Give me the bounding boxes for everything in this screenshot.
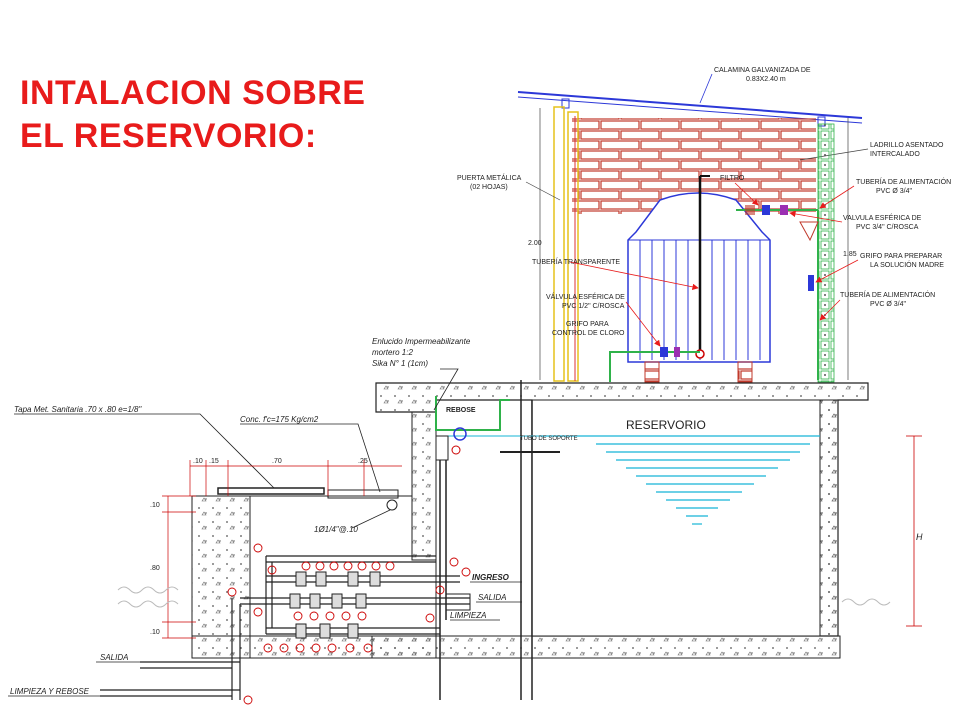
valve-top-arrow <box>789 210 843 223</box>
tap-prep-arrow <box>815 259 859 283</box>
water-lines <box>540 435 820 525</box>
plaster-label-1: Enlucido Impermeabilizante <box>372 337 471 346</box>
brick-label: LADRILLO ASENTADO <box>870 142 944 149</box>
dim-70-label: .70 <box>272 458 282 465</box>
h-dimension <box>906 435 922 627</box>
top-feed-pipe <box>700 175 819 380</box>
dim-200-label: 2.00 <box>528 240 542 247</box>
right-column <box>817 123 835 383</box>
dim-25-label: .25 <box>358 458 368 465</box>
overflow-label: REBOSE <box>446 407 476 414</box>
outlet-low-label: SALIDA <box>100 653 128 662</box>
cover-label: Tapa Met. Sanitaria .70 x .80 e=1/8" <box>14 405 142 414</box>
tap-prep-label-2: LA SOLUCIÓN MADRE <box>870 260 944 269</box>
cleaning-label: LIMPIEZA <box>450 611 486 620</box>
valve-mid-label-2: PVC 1/2" C/ROSCA <box>562 303 625 310</box>
rebar-leader <box>351 509 391 529</box>
concrete-label: Conc. f'c=175 Kg/cm2 <box>240 415 319 424</box>
feed-top-label: TUBERÍA DE ALIMENTACIÓN <box>856 177 951 186</box>
feed-bot-label-2: PVC Ø 3/4" <box>870 301 906 308</box>
door-label-2: (02 HOJAS) <box>470 184 508 191</box>
filter-arrow <box>734 182 759 206</box>
roof-leader <box>699 73 713 104</box>
feed-bot-label: TUBERÍA DE ALIMENTACIÓN <box>840 290 935 299</box>
ground-marks <box>117 586 891 608</box>
title-line-1: INTALACION SOBRE <box>20 74 366 112</box>
support-label: TUBO DE SOPORTE <box>520 436 578 442</box>
inlet-label: INGRESO <box>472 573 510 582</box>
concrete-leader <box>240 423 381 493</box>
page-title: INTALACION SOBRE EL RESERVORIO: <box>20 72 365 158</box>
plaster-label-2: mortero 1:2 <box>372 348 413 357</box>
dim-v10a-label: .10 <box>150 502 160 509</box>
feed-top-label-2: PVC Ø 3/4" <box>876 188 912 195</box>
h-label: H <box>916 532 923 542</box>
outlet-label: SALIDA <box>478 593 506 602</box>
manifold-valves <box>289 571 471 639</box>
dim-v10b-label: .10 <box>150 629 160 636</box>
top-dimensions <box>189 460 402 496</box>
valve-mid-label: VÁLVULA ESFÉRICA DE <box>546 292 625 301</box>
support-pipe <box>440 380 600 700</box>
valve-top-label-2: PVC 3/4" C/ROSCA <box>856 224 919 231</box>
left-dimensions <box>162 495 196 639</box>
feed-bot-arrow <box>819 299 841 321</box>
feed-top-arrow <box>819 185 855 209</box>
title-line-2: EL RESERVORIO: <box>20 117 317 155</box>
dim-15-label: .15 <box>209 458 219 465</box>
dim-185-label: 1.85 <box>843 251 857 258</box>
valve-box <box>191 487 437 659</box>
reservoir-label: RESERVORIO <box>626 418 706 432</box>
clear-pipe-label: TUBERÍA TRANSPARENTE <box>532 257 620 266</box>
plaster-label-3: Sika N° 1 (1cm) <box>372 359 428 368</box>
rebar-label: 1Ø1/4"@.10 <box>314 525 358 534</box>
tap-chlor-label: GRIFO PARA <box>566 321 609 328</box>
roof-label: CALAMINA GALVANIZADA DE <box>714 67 811 74</box>
clear-pipe-arrow <box>569 261 699 291</box>
pipe-manifold <box>100 555 470 700</box>
door-leader <box>525 181 561 201</box>
filter-label: FILTRO <box>720 175 745 182</box>
roof-dim-label: 0.83X2.40 m <box>746 76 786 83</box>
chlorine-pipe <box>609 347 700 382</box>
dim-10a-label: .10 <box>193 458 203 465</box>
cover-leader <box>14 413 275 489</box>
valve-mid-arrow <box>625 301 661 347</box>
clean-overflow-label: LIMPIEZA Y REBOSE <box>10 687 90 696</box>
tap-chlor-label-2: CONTROL DE CLORO <box>552 330 625 337</box>
reservoir-structure <box>371 382 869 659</box>
valve-top-label: VALVULA ESFÉRICA DE <box>843 213 922 222</box>
overflow-pipe <box>435 396 510 700</box>
plaster-leader <box>433 368 459 411</box>
callout-markers <box>227 543 471 705</box>
door-label: PUERTA METÁLICA <box>457 173 522 182</box>
brick-label-2: INTERCALADO <box>870 151 920 158</box>
tap-prep-label: GRIFO PARA PREPARAR <box>860 253 942 260</box>
water-tank <box>627 176 771 383</box>
dim-v80-label: .80 <box>150 565 160 572</box>
metal-door <box>553 106 579 382</box>
